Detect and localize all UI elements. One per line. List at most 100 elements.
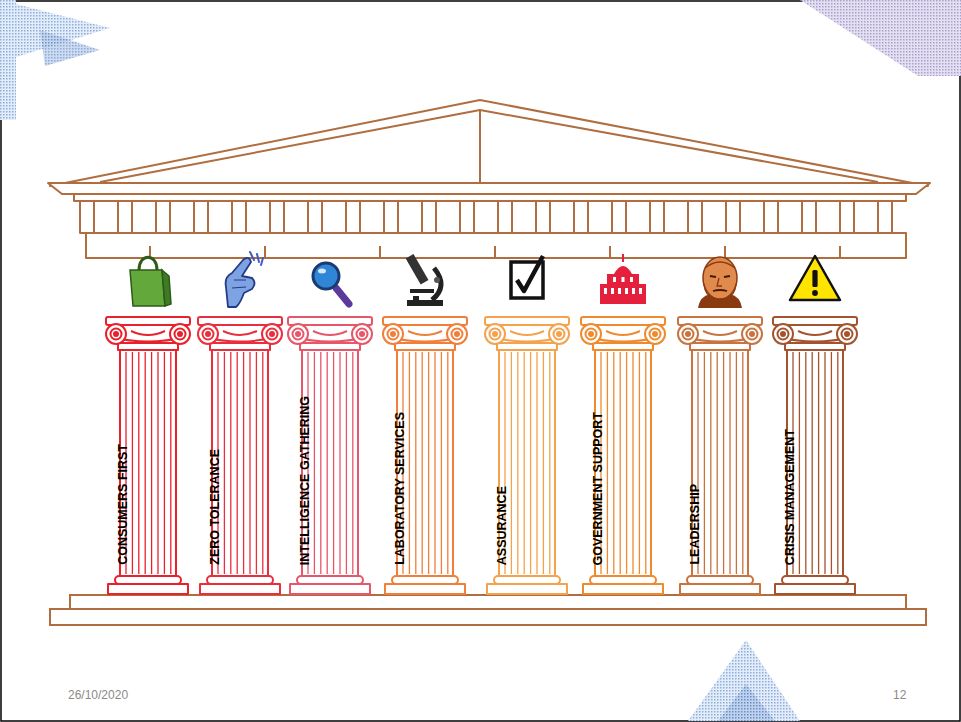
- dentil: [194, 201, 208, 233]
- flute: [320, 352, 321, 574]
- pillar-volute: [554, 329, 565, 340]
- flute: [632, 352, 633, 574]
- pillar-neck: [395, 343, 455, 350]
- pillar-volute: [581, 324, 601, 344]
- pillar-flutes: [505, 352, 550, 574]
- pillar-volute: [391, 332, 395, 336]
- page-number: 12: [893, 688, 906, 702]
- pillar-label: ASSURANCE: [495, 486, 509, 565]
- pillar-volute: [175, 329, 186, 340]
- tick: [839, 246, 841, 258]
- pillar-plinth: [200, 584, 280, 594]
- pillar-flutes: [126, 352, 171, 574]
- pillar-label: INTELLIGENCE GATHERING: [298, 396, 312, 565]
- window: [625, 288, 628, 294]
- shopping-bag-icon: [130, 257, 171, 306]
- pillar-volute: [203, 329, 214, 340]
- pillar-label: CRISIS MANAGEMENT: [783, 429, 797, 565]
- microscope-icon: [406, 254, 443, 306]
- flute: [824, 352, 825, 574]
- pillar-volute: [773, 324, 793, 344]
- flute: [151, 352, 152, 574]
- pillar-flutes: [218, 352, 263, 574]
- flute: [812, 352, 813, 574]
- flute: [549, 352, 550, 574]
- dentil: [726, 201, 740, 233]
- exclamation-bar: [812, 270, 817, 287]
- tick: [264, 246, 266, 258]
- flute: [170, 352, 171, 574]
- temple-steps: [50, 595, 926, 625]
- pillar-volute: [678, 324, 698, 344]
- pillar-volute: [653, 332, 657, 336]
- flute: [613, 352, 614, 574]
- pillar-flutes: [403, 352, 448, 574]
- pillar-plinth: [385, 584, 465, 594]
- bag-body: [130, 270, 165, 306]
- pillar-neck: [300, 343, 360, 350]
- window: [632, 288, 635, 294]
- pillar-volute: [296, 332, 300, 336]
- pillar-label: CONSUMERS FIRST: [116, 444, 130, 565]
- pillar-plinth: [775, 584, 855, 594]
- building-spire: [622, 254, 624, 262]
- pediment: [50, 100, 928, 186]
- pillar-torus: [782, 576, 848, 584]
- pillar-plinth: [290, 584, 370, 594]
- pillar-egg: [606, 331, 640, 335]
- pillar-volute: [586, 329, 597, 340]
- window: [630, 277, 633, 282]
- dentil: [422, 201, 436, 233]
- pillar-egg: [510, 331, 544, 335]
- flute: [145, 352, 146, 574]
- microscope-foot: [413, 296, 419, 300]
- flute: [831, 352, 832, 574]
- pillar-plinth: [680, 584, 760, 594]
- pillar-volute: [267, 329, 278, 340]
- magnifier-handle: [336, 288, 349, 304]
- dentil: [878, 201, 892, 233]
- tick: [724, 246, 726, 258]
- dentil: [118, 201, 132, 233]
- bag-side: [162, 270, 171, 306]
- flute: [645, 352, 646, 574]
- flute: [428, 352, 429, 574]
- dentil: [840, 201, 854, 233]
- temple-roof: [48, 100, 930, 258]
- dentil: [574, 201, 588, 233]
- dentil: [460, 201, 474, 233]
- pillar-volute: [485, 324, 505, 344]
- pillar-volute: [742, 324, 762, 344]
- pillar-plinth: [487, 584, 567, 594]
- portrait-mouth: [713, 290, 727, 291]
- pillar-volute: [383, 324, 403, 344]
- pillar-volute: [493, 332, 497, 336]
- window: [618, 288, 621, 294]
- flute: [805, 352, 806, 574]
- flute: [742, 352, 743, 574]
- flute: [536, 352, 537, 574]
- pillar-torus: [590, 576, 656, 584]
- flute: [723, 352, 724, 574]
- pillar-volute: [837, 324, 857, 344]
- microscope-base: [407, 300, 443, 306]
- magnifier-icon: [313, 263, 349, 304]
- pillar-egg: [703, 331, 737, 335]
- pillar-plinth: [108, 584, 188, 594]
- flute: [157, 352, 158, 574]
- flute: [314, 352, 315, 574]
- pillar: ASSURANCE: [482, 315, 572, 595]
- pillar: CRISIS MANAGEMENT: [770, 315, 860, 595]
- flute: [511, 352, 512, 574]
- pillar-egg: [223, 331, 257, 335]
- flute: [262, 352, 263, 574]
- flute: [447, 352, 448, 574]
- building-upper: [607, 274, 639, 284]
- magnifier-lens: [313, 263, 339, 289]
- pillar-torus: [207, 576, 273, 584]
- pillar-volute: [845, 332, 849, 336]
- pillar-volute: [490, 329, 501, 340]
- pillar-volute: [842, 329, 853, 340]
